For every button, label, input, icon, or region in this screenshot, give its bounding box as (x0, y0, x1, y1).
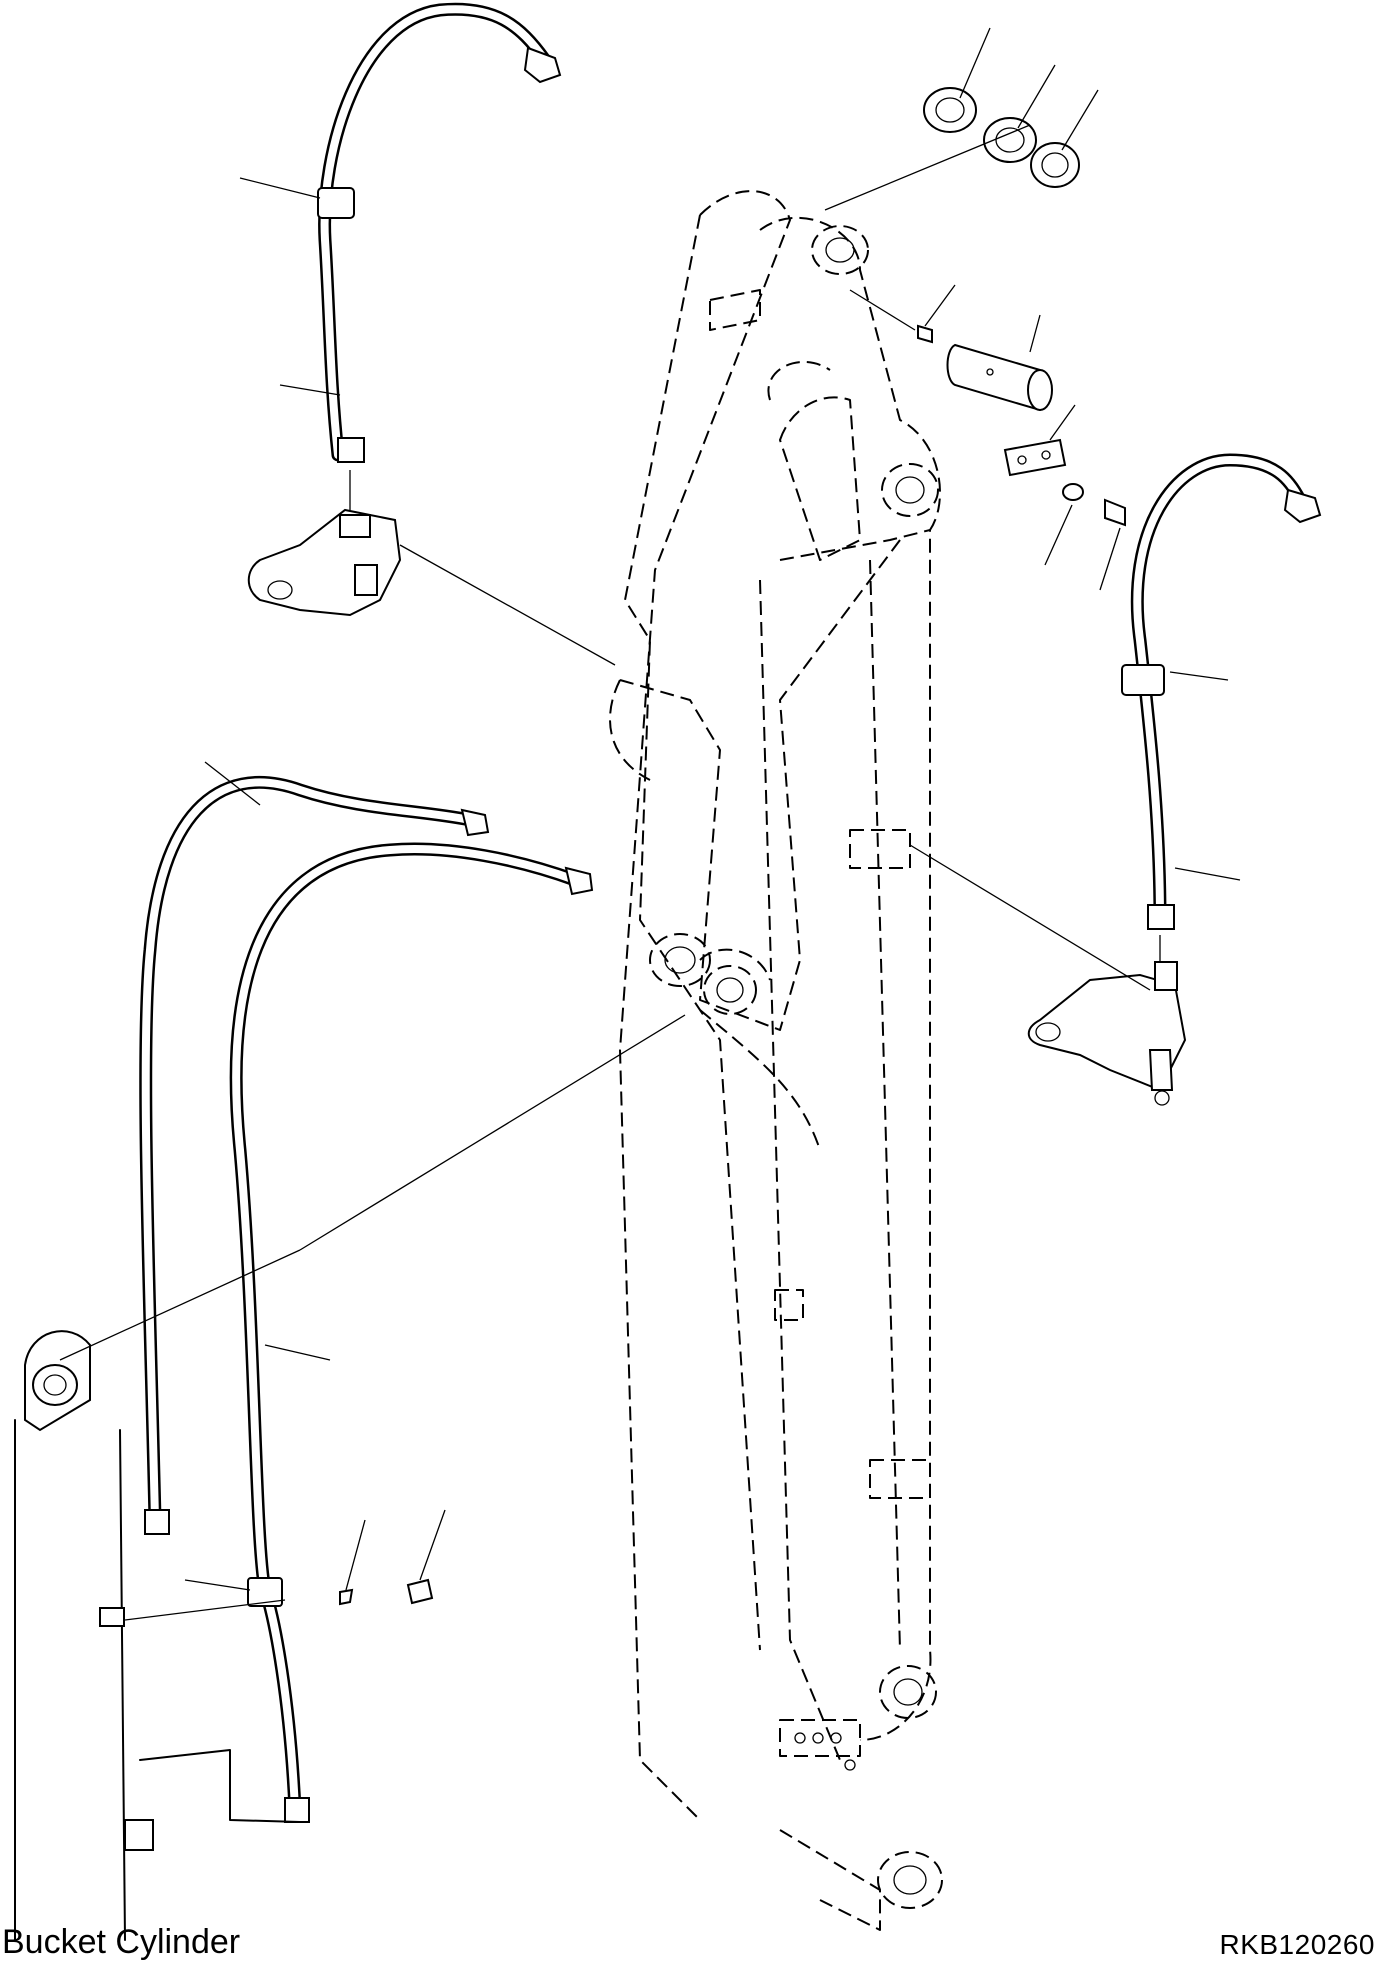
hose-long-left (139, 761, 490, 1535)
figure-title: Bucket Cylinder (2, 1923, 241, 1961)
hose-long-right (184, 842, 594, 1823)
hose-left-upper (239, 2, 562, 463)
valve-block-left (247, 470, 616, 666)
clamp-bolt (124, 1509, 446, 1621)
drawing-code: RKB120260 (1219, 1929, 1375, 1960)
pin (849, 284, 1053, 412)
bucket-cylinder (14, 1014, 686, 1941)
washers (824, 27, 1099, 211)
hose-right-upper (1121, 453, 1322, 930)
plate-and-bolt (1003, 404, 1126, 591)
valve-block-right (909, 844, 1187, 1106)
arm-body (609, 190, 943, 1931)
